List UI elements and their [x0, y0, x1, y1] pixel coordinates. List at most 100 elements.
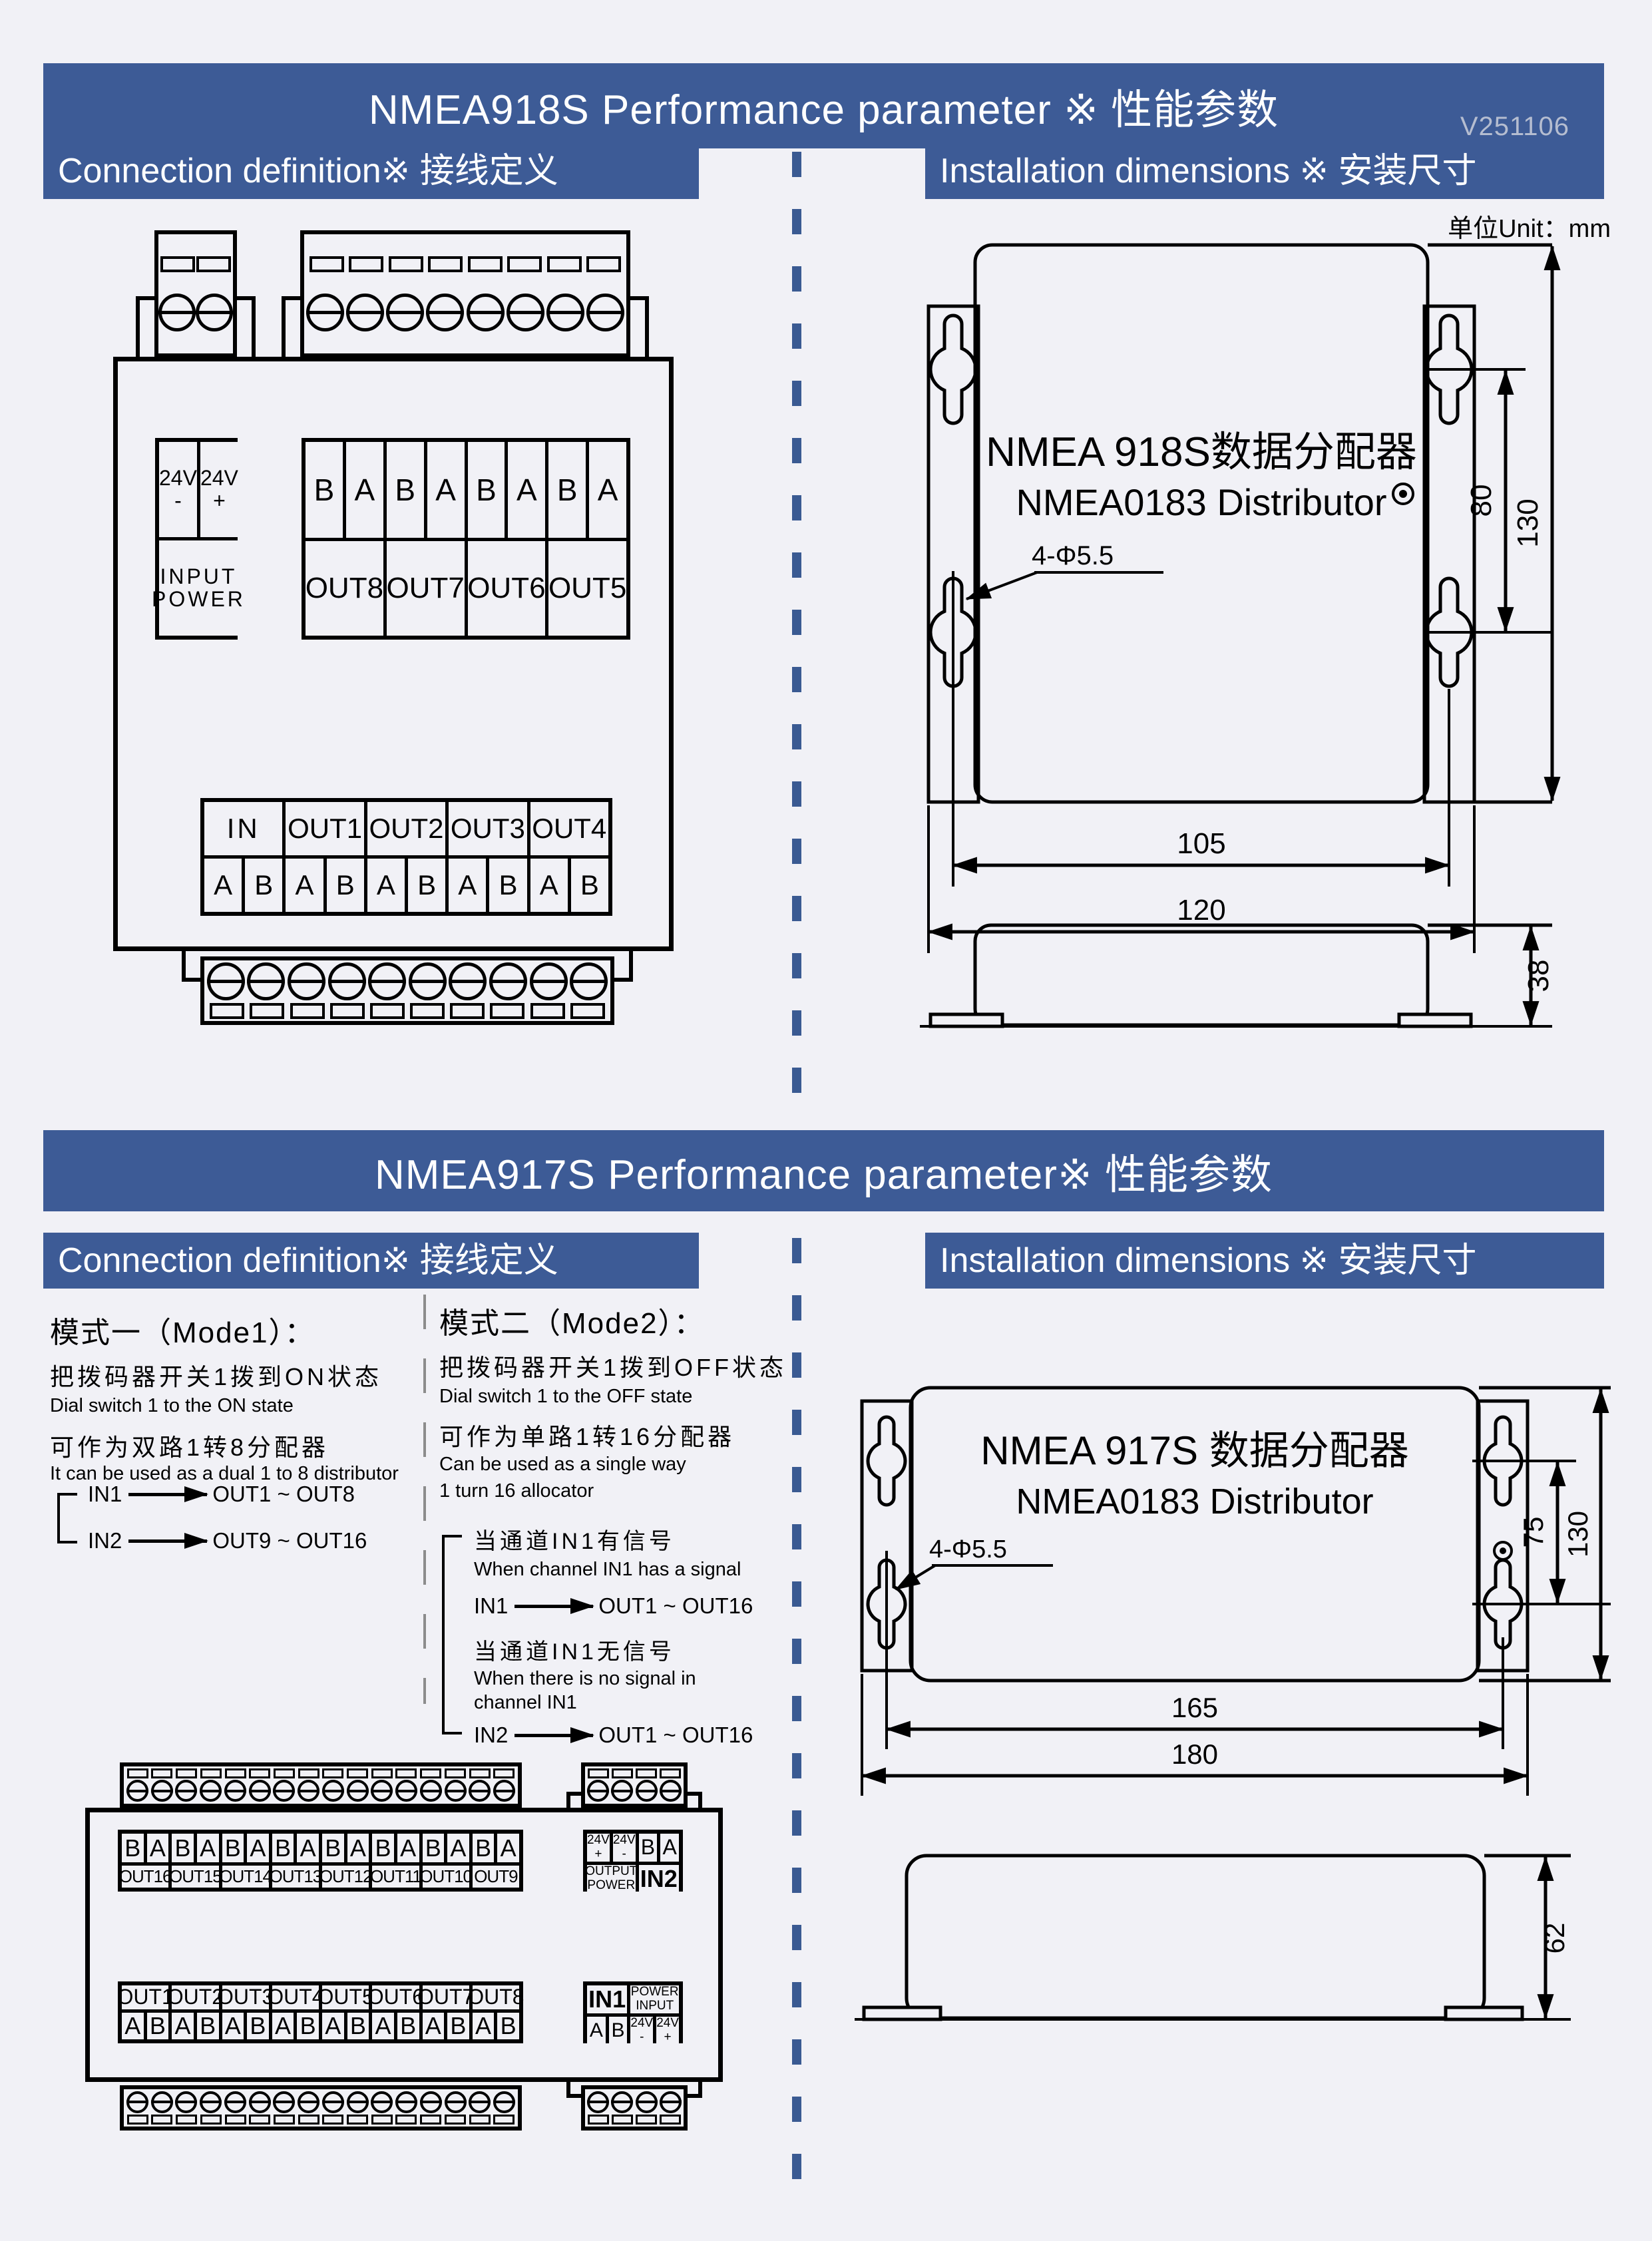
dim-120: 120 [1177, 894, 1225, 926]
unit-label: 单位Unit：mm [1448, 215, 1611, 243]
dim-105: 105 [1177, 827, 1225, 860]
screw-icon [371, 1780, 393, 1802]
keyhole-slot [929, 576, 978, 688]
screw-icon [635, 1780, 658, 1802]
terminal-label-cell: OUT1 [286, 802, 364, 855]
map-from: IN1 [474, 1593, 509, 1618]
terminal-label-cell: OUT12 [319, 1865, 373, 1888]
terminal-pin-slot [347, 2115, 369, 2125]
terminal-label-cell: B [322, 1834, 344, 1862]
terminal-pin-slot [467, 256, 503, 272]
terminal-pin-slot [660, 1768, 681, 1778]
header-918s-title: NMEA918S Performance parameter ※ 性能参数 [368, 87, 1279, 133]
terminal-pin-slot [395, 2115, 417, 2125]
map-from: IN2 [88, 1528, 122, 1553]
terminal-pin-slot [200, 1768, 222, 1778]
screw-icon [371, 2091, 393, 2113]
terminal-label-cell: A [422, 2012, 445, 2039]
screw-icon [506, 294, 544, 332]
terminal-label-cell: B [472, 1834, 495, 1862]
terminal-label-cell: OUT16 [119, 1865, 172, 1888]
terminal-label-cell: B [222, 1834, 244, 1862]
mode1-map-row: IN2 OUT9 ~ OUT16 [88, 1528, 367, 1553]
screw-icon [408, 962, 447, 1001]
terminal-pin-slot [250, 1002, 285, 1019]
screw-icon [200, 1780, 222, 1802]
terminal-pin-slot [160, 256, 195, 272]
terminal-label-cell: A [297, 1834, 319, 1862]
screw-icon [150, 2091, 173, 2113]
section-divider-dashed [792, 1238, 801, 2206]
screw-icon [287, 962, 325, 1001]
terminal-label-cell: A [472, 2012, 495, 2039]
screw-icon [126, 2091, 148, 2113]
map-to: OUT1 ~ OUT16 [598, 1723, 753, 1747]
terminal-pin-slot [369, 1002, 405, 1019]
terminal-label-cell: A [196, 1834, 219, 1862]
screw-icon [196, 294, 233, 332]
terminal-label-cell: OUT3 [216, 1985, 274, 2009]
terminal-pin-slot [444, 1768, 466, 1778]
screw-icon [175, 1780, 198, 1802]
terminal-pin-slot [309, 256, 344, 272]
map-from: IN1 [88, 1482, 122, 1506]
terminal-label-cell: A [172, 2012, 194, 2039]
terminal-pin-slot [507, 256, 542, 272]
terminal-label-cell: A [122, 2012, 144, 2039]
hole-note: 4-Φ5.5 [1032, 541, 1114, 570]
case-notch [566, 1792, 581, 1809]
screw-icon [587, 2091, 610, 2113]
mounting-foot [929, 1012, 1004, 1028]
screw-icon [449, 962, 487, 1001]
screw-icon [570, 962, 608, 1001]
keyhole-slot [1482, 1558, 1524, 1650]
case-notch [237, 296, 256, 357]
header-917s: NMEA917S Performance parameter※ 性能参数 [43, 1130, 1604, 1211]
installation-dimensions-header-917s: Installation dimensions ※ 安装尺寸 [925, 1233, 1604, 1289]
screw-icon [224, 2091, 246, 2113]
terminal-pin-slot [444, 2115, 466, 2125]
terminal-pin-slot [420, 2115, 442, 2125]
terminal-label-cell: OUT1 [116, 1985, 174, 2009]
mode1-line-zh: 把拨码器开关1拨到ON状态 [50, 1363, 383, 1390]
terminal-label-cell: B [608, 2016, 628, 2045]
keyhole-slot [1424, 313, 1474, 425]
case-notch [136, 296, 154, 357]
terminal-label-cell: OUT11 [370, 1865, 422, 1888]
arrow-right-icon [515, 1604, 594, 1608]
side-view-case-918s [973, 923, 1430, 1027]
front-view-case-918s [973, 243, 1430, 804]
terminal-label-cell: A [660, 1834, 679, 1862]
terminal-label-cell: 24V + [656, 2015, 679, 2045]
terminal-label-cell: A [497, 1834, 519, 1862]
terminal-pin-slot [196, 256, 232, 272]
terminal-label-cell: OUT2 [367, 802, 446, 855]
terminal-pin-slot [636, 2115, 657, 2125]
terminal-label-cell: B [306, 442, 343, 538]
case-notch [688, 2081, 702, 2098]
terminal-label-cell: OUT6 [467, 541, 546, 636]
terminal-label-cell: OUT2 [166, 1985, 224, 2009]
terminal-pin-slot [420, 1768, 442, 1778]
screw-icon [529, 962, 568, 1001]
terminal-label-cell: B [122, 1834, 144, 1862]
terminal-label-cell: B [247, 2012, 269, 2039]
terminal-label-cell: OUT8 [467, 1985, 524, 2009]
device-label-en: NMEA0183 Distributor [1016, 481, 1386, 523]
terminal-pin-slot [530, 1002, 565, 1019]
mode1-line-en: It can be used as a dual 1 to 8 distribu… [50, 1463, 399, 1484]
terminal-pin-slot [249, 2115, 271, 2125]
header-918s: NMEA918S Performance parameter ※ 性能参数 V2… [43, 63, 1604, 148]
terminal-pin-slot [329, 1002, 365, 1019]
terminal-pin-slot [176, 1768, 198, 1778]
mode1-line-zh: 可作为双路1转8分配器 [50, 1434, 329, 1461]
terminal-label-cell: A [372, 2012, 394, 2039]
terminal-label-cell: OUT5 [548, 541, 626, 636]
screw-icon [247, 962, 286, 1001]
terminal-pin-slot [493, 1768, 515, 1778]
screw-icon [611, 2091, 634, 2113]
screw-icon [444, 2091, 467, 2113]
dim-180: 180 [1171, 1738, 1218, 1770]
